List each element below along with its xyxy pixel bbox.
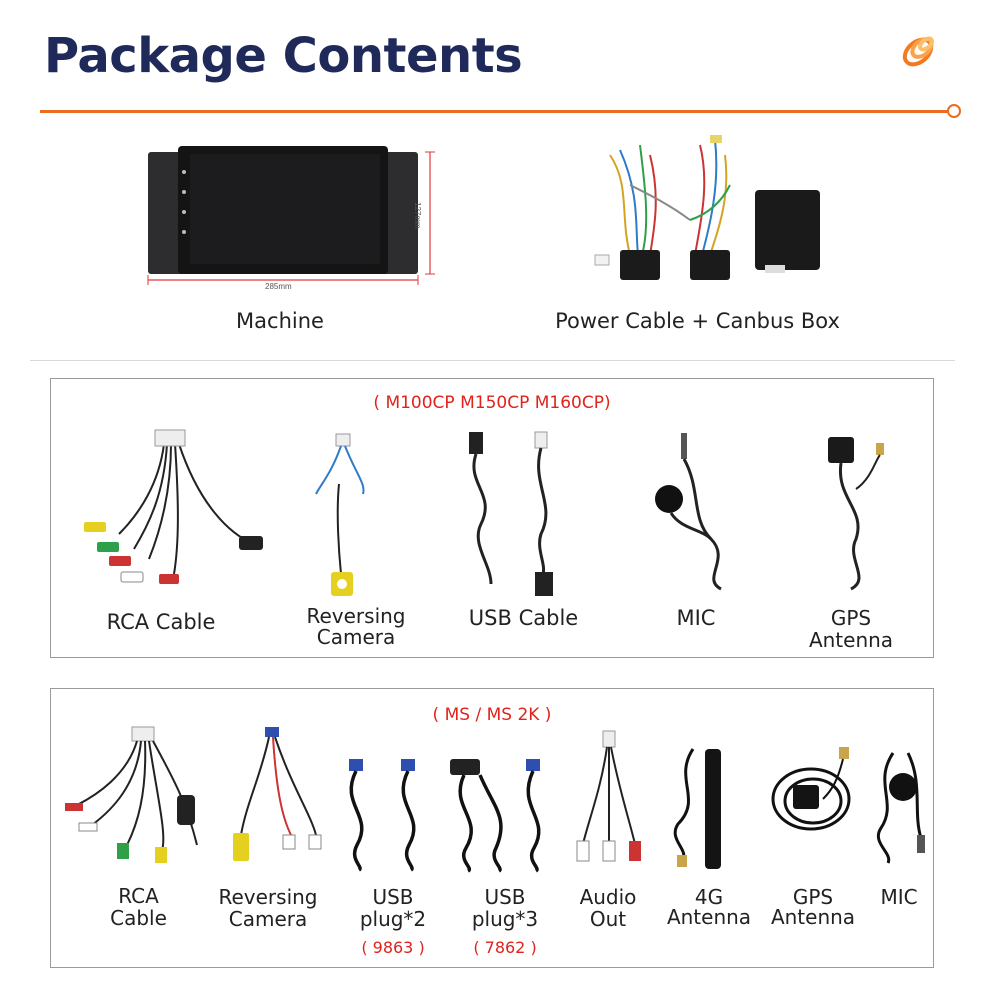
rca-cable-label: RCA Cable bbox=[106, 610, 216, 634]
car-stereo-screen-icon bbox=[147, 146, 435, 285]
rca-cable-item bbox=[57, 725, 207, 875]
microphone-icon bbox=[877, 752, 925, 864]
panel-ms-2k: ( MS / MS 2K ) RCA Cable bbox=[50, 688, 934, 968]
machine-label: Machine bbox=[236, 309, 324, 333]
usb-plug-3-icon bbox=[450, 759, 541, 873]
power-cable-canbus-label: Power Cable + Canbus Box bbox=[555, 309, 840, 333]
power-cable-canbus-image bbox=[590, 125, 840, 305]
rca-cable-label-line1: RCA bbox=[118, 884, 159, 908]
rca-cable-label-line2: Cable bbox=[110, 906, 167, 930]
audio-out-label-line2: Out bbox=[589, 907, 627, 931]
mic-label: MIC bbox=[676, 606, 716, 630]
header-rule bbox=[40, 110, 950, 113]
mic-item bbox=[863, 743, 933, 875]
reversing-camera-cable-icon bbox=[233, 727, 322, 861]
usb-plug-3-item bbox=[444, 753, 564, 875]
gps-antenna-icon bbox=[828, 437, 884, 591]
gps-antenna-icon bbox=[771, 747, 851, 831]
reversing-camera-label-line2: Camera bbox=[228, 907, 308, 931]
usb-cable-label: USB Cable bbox=[468, 606, 579, 630]
mic-item bbox=[641, 429, 751, 599]
gps-antenna-label-line2: Antenna bbox=[808, 628, 894, 652]
usb-plug-3-model: ( 7862 ) bbox=[473, 938, 537, 957]
usb-plug-2-label-line2: plug*2 bbox=[359, 907, 427, 931]
gps-antenna-item bbox=[763, 739, 863, 875]
mic-label: MIC bbox=[880, 885, 918, 909]
page-title: Package Contents bbox=[44, 28, 523, 84]
4g-antenna-label-line2: Antenna bbox=[666, 905, 752, 929]
audio-out-label-line1: Audio bbox=[579, 885, 637, 909]
microphone-icon bbox=[655, 433, 722, 591]
section-divider bbox=[30, 360, 955, 361]
audio-out-cable-icon bbox=[576, 730, 641, 862]
usb-plug-2-model: ( 9863 ) bbox=[361, 938, 425, 957]
orange-coil-logo-icon bbox=[902, 36, 934, 67]
usb-cable-item bbox=[461, 424, 571, 604]
usb-cable-icon bbox=[469, 431, 553, 596]
reversing-camera-cable-icon bbox=[315, 433, 365, 596]
rca-cable-item bbox=[79, 424, 269, 604]
width-dimension-label: 285mm bbox=[265, 282, 292, 291]
usb-plug-3-label-line2: plug*3 bbox=[471, 907, 539, 931]
4g-antenna-item bbox=[663, 739, 763, 875]
audio-out-item bbox=[571, 729, 651, 875]
gps-antenna-label-line2: Antenna bbox=[770, 905, 856, 929]
rca-cable-icon bbox=[65, 726, 198, 863]
power-harness-canbus-icon bbox=[594, 135, 820, 280]
4g-antenna-label-line1: 4G bbox=[694, 885, 724, 909]
usb-plug-2-icon bbox=[349, 759, 416, 872]
height-dimension-label: 127mm bbox=[413, 202, 422, 229]
panel-ms-2k-title: ( MS / MS 2K ) bbox=[432, 705, 552, 725]
gps-antenna-item bbox=[816, 429, 906, 599]
reversing-camera-label-line2: Camera bbox=[316, 625, 396, 649]
usb-plug-2-item bbox=[339, 755, 449, 875]
machine-image: 127mm 285mm bbox=[140, 140, 450, 300]
usb-plug-2-label-line1: USB bbox=[372, 885, 414, 909]
reversing-camera-label-line1: Reversing bbox=[218, 885, 318, 909]
usb-plug-3-label-line1: USB bbox=[484, 885, 526, 909]
gps-antenna-label-line1: GPS bbox=[830, 606, 872, 630]
reversing-camera-label-line1: Reversing bbox=[306, 604, 406, 628]
panel-m100cp: ( M100CP M150CP M160CP) RCA Cable bbox=[50, 378, 934, 658]
header-rule-dot bbox=[947, 104, 961, 118]
gps-antenna-label-line1: GPS bbox=[792, 885, 834, 909]
rca-cable-icon bbox=[84, 429, 263, 584]
4g-antenna-icon bbox=[673, 748, 721, 869]
reversing-camera-item bbox=[301, 424, 411, 604]
reversing-camera-item bbox=[221, 725, 331, 875]
panel-m100cp-title: ( M100CP M150CP M160CP) bbox=[373, 393, 611, 413]
